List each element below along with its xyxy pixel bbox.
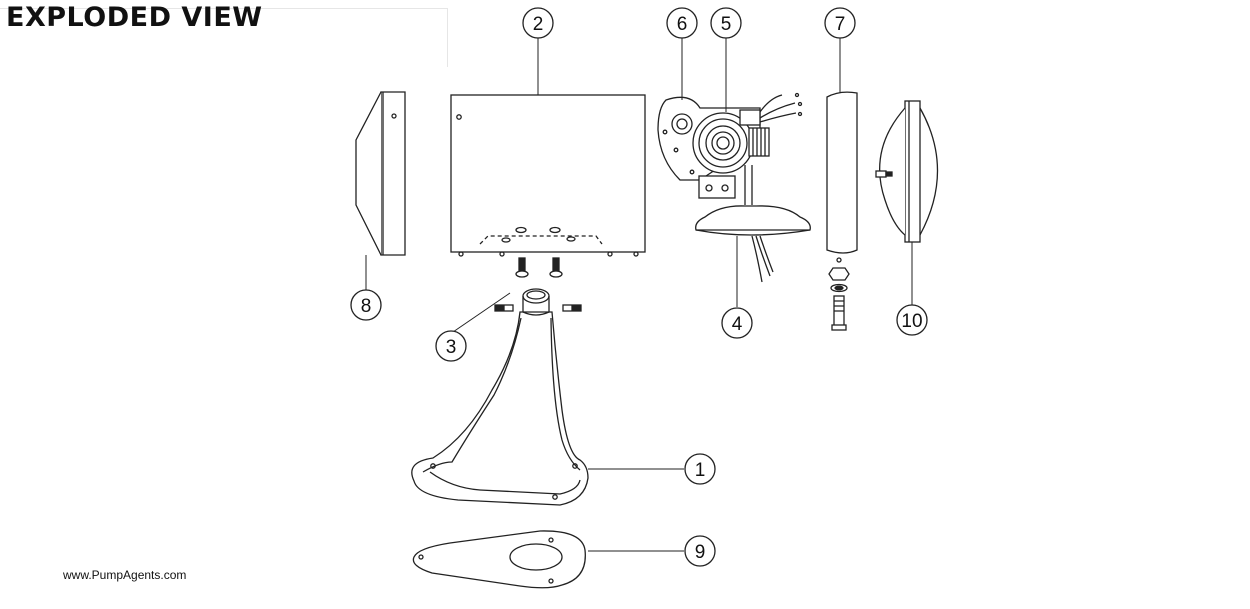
callout-7: 7 xyxy=(824,7,856,39)
callout-9: 9 xyxy=(684,535,716,567)
svg-text:10: 10 xyxy=(901,311,922,332)
part-3-screws xyxy=(494,257,582,312)
callout-3: 3 xyxy=(435,330,467,362)
part-4-mount-plate xyxy=(695,205,811,283)
callout-10: 10 xyxy=(896,304,928,336)
svg-text:9: 9 xyxy=(695,542,706,563)
leader-lines xyxy=(365,38,913,552)
part-10-lens xyxy=(875,100,939,243)
callout-8: 8 xyxy=(350,289,382,321)
svg-text:6: 6 xyxy=(677,14,688,35)
callout-6: 6 xyxy=(666,7,698,39)
page-title: EXPLODED VIEW xyxy=(6,2,263,33)
website-url: www.PumpAgents.com xyxy=(63,568,187,582)
part-8-side-cover xyxy=(355,91,406,256)
part-1-base-column xyxy=(411,288,589,506)
svg-text:2: 2 xyxy=(533,14,544,35)
svg-text:3: 3 xyxy=(446,337,457,358)
callout-2: 2 xyxy=(522,7,554,39)
title-frame xyxy=(0,8,448,67)
svg-text:7: 7 xyxy=(835,14,846,35)
part-7-gasket-strip xyxy=(826,91,858,331)
svg-text:5: 5 xyxy=(721,14,732,35)
part-2-housing xyxy=(450,94,646,257)
part-5-motor xyxy=(657,92,803,205)
callout-4: 4 xyxy=(721,307,753,339)
part-9-gasket xyxy=(412,530,586,589)
callouts: 1 2 3 4 5 6 7 8 9 10 xyxy=(350,7,928,567)
svg-text:4: 4 xyxy=(732,314,743,335)
callout-1: 1 xyxy=(684,453,716,485)
callout-5: 5 xyxy=(710,7,742,39)
svg-text:8: 8 xyxy=(361,296,372,317)
svg-text:1: 1 xyxy=(695,460,706,481)
